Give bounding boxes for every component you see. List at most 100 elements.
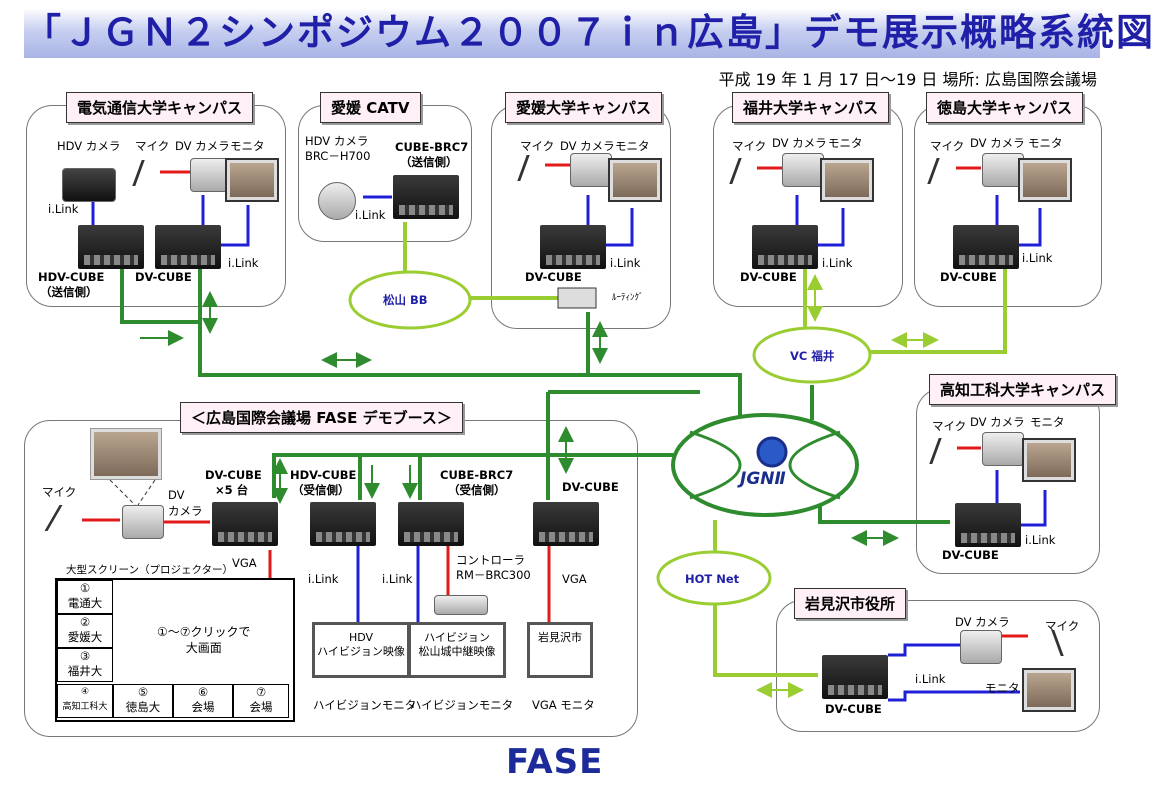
fase-logo: FASE <box>506 742 604 782</box>
monitor <box>820 158 874 202</box>
label-kochi: 高知工科大学キャンパス <box>929 374 1117 405</box>
label-fukui: 福井大学キャンパス <box>732 92 890 123</box>
text: （送信側） <box>400 155 458 169</box>
dv-cube-denki <box>155 225 221 269</box>
dv-cube-x5 <box>212 502 278 546</box>
text: BRC－H700 <box>305 149 371 163</box>
text: ハイビジョンモニタ <box>410 698 514 712</box>
text: マイク <box>1045 619 1080 633</box>
jgn-logo: JGNⅡ <box>740 469 786 489</box>
text: HDV-CUBE <box>38 270 105 284</box>
network-diagram <box>82 163 1047 702</box>
text: i.Link <box>1022 251 1053 265</box>
hv-monitor: ハイビジョン松山城中継映像 <box>408 622 506 678</box>
label-iwamizawa: 岩見沢市役所 <box>794 588 907 619</box>
text: DV-CUBE <box>205 468 262 482</box>
text: i.Link <box>308 572 339 586</box>
text: DV カメラ <box>970 136 1025 150</box>
text: DV-CUBE <box>562 480 619 494</box>
vga-monitor-iwami: 岩見沢市 <box>527 622 593 678</box>
label-ehime-catv: 愛媛 CATV <box>320 92 421 123</box>
monitor <box>225 158 279 202</box>
text: モニタ <box>985 681 1020 695</box>
dv-cube-ehime <box>540 225 606 269</box>
text: ﾙｰﾃｨﾝｸﾞ <box>612 293 644 303</box>
text: HOT Net <box>685 572 740 586</box>
screen-center-text: ①〜⑦クリックで大画面 <box>157 625 251 655</box>
text: 松山 BB <box>383 293 428 307</box>
text: マイク <box>930 139 965 153</box>
label-tokushima: 徳島大学キャンパス <box>926 92 1084 123</box>
dv-camera <box>570 153 612 187</box>
cube-brc7-recv <box>398 502 464 546</box>
text: マイク <box>135 139 170 153</box>
monitor <box>1022 668 1076 712</box>
hdv-cube-recv <box>310 502 376 546</box>
dv-cube-iwamizawa <box>822 655 888 699</box>
text: i.Link <box>48 202 79 216</box>
cloud-vc-fukui <box>752 326 872 384</box>
dv-cube-kochi <box>955 503 1021 547</box>
label-fase: ＜広島国際会議場 FASE デモブース＞ <box>180 402 463 433</box>
text: i.Link <box>610 256 641 270</box>
text: コントローラ <box>456 553 525 567</box>
text: ハイビジョンモニタ <box>313 698 417 712</box>
text: マイク <box>732 139 767 153</box>
dv-camera <box>982 153 1024 187</box>
text: DV <box>168 488 185 502</box>
dv-cube-tokushima <box>953 225 1019 269</box>
monitor <box>1022 438 1076 482</box>
controller <box>434 595 488 615</box>
monitor <box>608 158 662 202</box>
dv-cube-fukui <box>752 225 818 269</box>
text: （受信側） <box>448 483 506 497</box>
text: DV-CUBE <box>940 270 997 284</box>
text: CUBE-BRC7 <box>395 140 469 154</box>
link-denki-hdv <box>120 265 200 324</box>
text: VGA モニタ <box>532 698 595 712</box>
box-denki <box>26 105 286 307</box>
text: カメラ <box>168 504 203 518</box>
text: DV-CUBE <box>825 702 882 716</box>
label-denki: 電気通信大学キャンパス <box>66 92 254 123</box>
audience-photo <box>90 428 162 480</box>
text: マイク <box>42 485 77 499</box>
text: モニタ <box>1028 136 1063 150</box>
dv-camera <box>960 630 1002 664</box>
dv-camera <box>982 432 1024 466</box>
text: i.Link <box>228 256 259 270</box>
box-tokushima <box>914 105 1102 307</box>
dv-cube-fase <box>533 502 599 546</box>
text: DV-CUBE <box>135 270 192 284</box>
text: DV-CUBE <box>740 270 797 284</box>
text: DV-CUBE <box>525 270 582 284</box>
text: CUBE-BRC7 <box>440 468 514 482</box>
text: DV-CUBE <box>942 548 999 562</box>
label-ehime-univ: 愛媛大学キャンパス <box>505 92 663 123</box>
text: マイク <box>520 139 555 153</box>
hdv-camera <box>62 168 116 202</box>
cloud-hot-net <box>656 550 772 606</box>
text: i.Link <box>915 672 946 686</box>
dv-camera <box>782 153 824 187</box>
routing-box <box>557 287 597 309</box>
link-denki-jgn <box>198 265 742 430</box>
text: HDV カメラ <box>305 134 369 148</box>
monitor <box>1018 158 1072 202</box>
text: DV カメラ <box>560 139 615 153</box>
text: HDV-CUBE <box>290 468 357 482</box>
text: モニタ <box>828 136 863 150</box>
text: RM－BRC300 <box>456 568 531 582</box>
text: モニタ <box>230 139 265 153</box>
text: モニタ <box>1030 415 1065 429</box>
date-location: 平成 19 年 1 月 17 日〜19 日 場所: 広島国際会議場 <box>718 70 1097 89</box>
text: （送信側） <box>40 285 98 299</box>
